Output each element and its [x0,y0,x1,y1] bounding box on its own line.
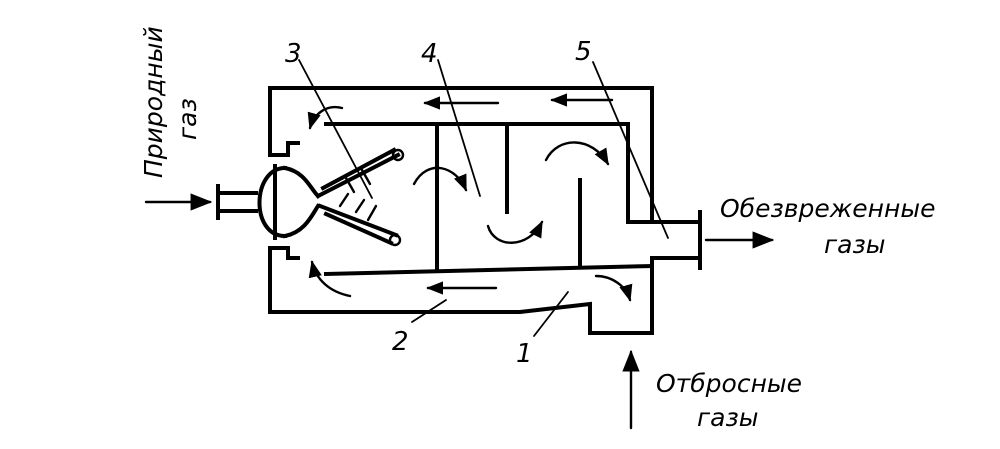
waste-label-line1: Отбросные [656,369,802,398]
leader-5 [592,61,669,239]
callout-2: 2 [392,327,409,357]
outlet-label-line1: Обезвреженные [720,194,935,223]
inlet-label-line2: газ [173,98,202,140]
callout-1: 1 [516,339,533,369]
leader-lines [298,59,669,337]
leader-3 [298,59,373,199]
waste-label-line2: газы [697,403,759,432]
callout-5: 5 [575,37,592,67]
inlet-label-line1: Природный [139,26,168,178]
leader-4 [437,59,481,197]
outer-casing [268,86,702,335]
gas-inlet-label: Природный газ [139,26,202,178]
flow-arrows [144,93,775,430]
leader-1 [533,291,569,337]
callout-numbers: 3 4 5 2 1 [285,37,592,369]
burner [216,147,405,247]
callout-3: 3 [285,39,302,69]
outlet-label-line2: газы [824,230,886,259]
leader-2 [411,299,447,323]
outlet-label: Обезвреженные газы [720,194,935,259]
callout-4: 4 [421,39,438,69]
waste-label: Отбросные газы [656,369,802,432]
inner-channel [268,122,655,277]
